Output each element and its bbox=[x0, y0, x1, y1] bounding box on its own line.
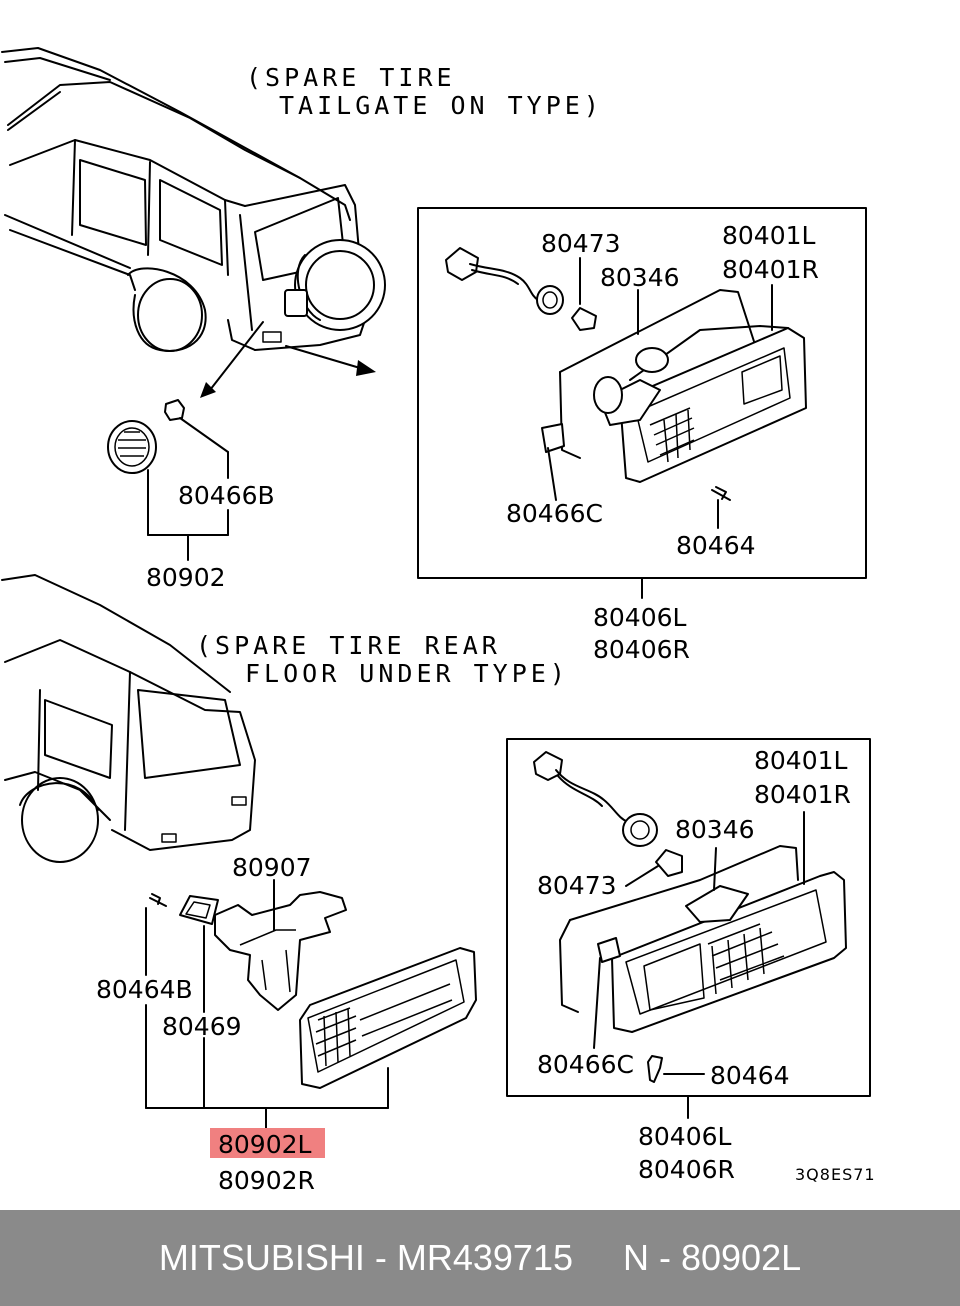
label-80466B: 80466B bbox=[178, 481, 275, 510]
label-80464B: 80464B bbox=[96, 975, 193, 1004]
note-mid-line2: FLOOR UNDER TYPE) bbox=[245, 659, 569, 688]
note-mid-line1: (SPARE TIRE REAR bbox=[196, 631, 501, 660]
label-80401L-bottom: 80401L bbox=[754, 746, 848, 775]
diagram-code: 3Q8ES71 bbox=[795, 1165, 876, 1184]
label-80401L-top: 80401L bbox=[722, 221, 816, 250]
label-80406L-top: 80406L bbox=[593, 603, 687, 632]
label-80473-top: 80473 bbox=[541, 229, 621, 258]
label-80346-top: 80346 bbox=[600, 263, 680, 292]
label-80401R-bottom: 80401R bbox=[754, 780, 851, 809]
label-80466C-bottom: 80466C bbox=[537, 1050, 634, 1079]
label-80406L-bottom: 80406L bbox=[638, 1122, 732, 1151]
label-80902: 80902 bbox=[146, 563, 226, 592]
lamp-assembly-box-top bbox=[417, 207, 867, 599]
label-80902L: 80902L bbox=[218, 1130, 312, 1159]
vehicle-bottom-illustration bbox=[1, 574, 256, 863]
highlight-80902L bbox=[210, 1128, 325, 1158]
label-80406R-top: 80406R bbox=[593, 635, 690, 664]
footer-bar: MITSUBISHI - MR439715 N - 80902L bbox=[0, 1210, 960, 1306]
parts-diagram: (SPARE TIRE TAILGATE ON TYPE) (SPARE TIR… bbox=[1, 47, 876, 1195]
label-80464-top: 80464 bbox=[676, 531, 756, 560]
note-top-line1: (SPARE TIRE bbox=[246, 63, 456, 92]
label-80346-bottom: 80346 bbox=[675, 815, 755, 844]
label-80902R: 80902R bbox=[218, 1166, 315, 1195]
note-top-line2: TAILGATE ON TYPE) bbox=[279, 91, 603, 120]
label-80469: 80469 bbox=[162, 1012, 242, 1041]
footer-text: MITSUBISHI - MR439715 N - 80902L bbox=[158, 1237, 802, 1278]
lamp-assembly-box-bottom bbox=[506, 738, 871, 1119]
vehicle-top-illustration bbox=[1, 47, 386, 398]
rear-reflector-lamp-80902 bbox=[107, 399, 229, 561]
label-80464-bottom: 80464 bbox=[710, 1061, 790, 1090]
label-80406R-bottom: 80406R bbox=[638, 1155, 735, 1184]
label-80401R-top: 80401R bbox=[722, 255, 819, 284]
label-80907: 80907 bbox=[232, 853, 312, 882]
label-80466C-top: 80466C bbox=[506, 499, 603, 528]
rear-lamp-80902L-assembly bbox=[145, 879, 477, 1129]
label-80473-bottom: 80473 bbox=[537, 871, 617, 900]
